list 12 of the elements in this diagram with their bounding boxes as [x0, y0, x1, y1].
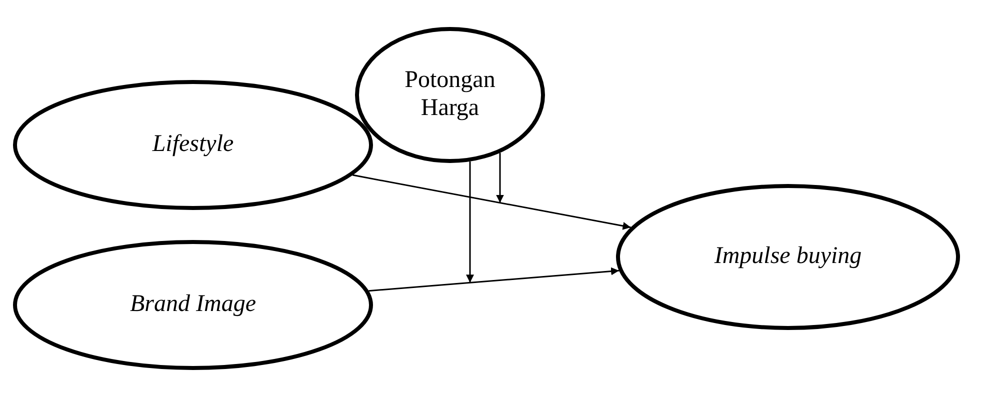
arrow [466, 161, 474, 283]
oval-node [355, 27, 545, 163]
oval-node [13, 80, 373, 210]
node-label: Impulse buying [714, 243, 862, 271]
node-label: Lifestyle [152, 131, 234, 159]
oval-node [13, 240, 373, 370]
node-label: Potongan Harga [404, 67, 496, 123]
node-label: Brand Image [130, 291, 256, 319]
arrow [352, 174, 631, 230]
arrow [496, 152, 504, 203]
arrow [368, 267, 620, 292]
oval-node [616, 184, 960, 330]
